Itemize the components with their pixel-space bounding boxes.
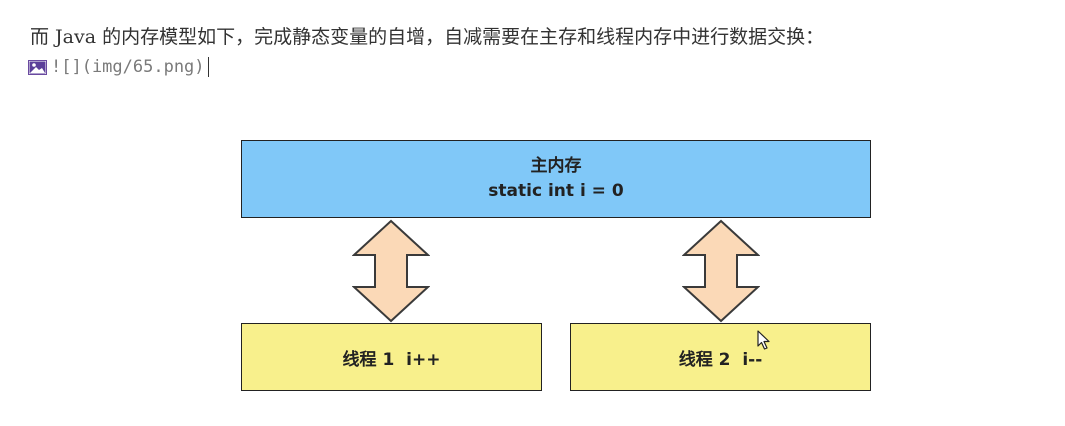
- double-arrow-icon: [682, 219, 760, 323]
- thread-2-label: 线程 2 i--: [678, 349, 763, 370]
- thread-1-box: 线程 1 i++: [241, 323, 542, 391]
- text-caret: [207, 57, 209, 77]
- thread-1-label: 线程 1 i++: [342, 349, 441, 370]
- main-memory-box: 主内存 static int i = 0: [241, 140, 871, 218]
- markdown-image-text: ![](img/65.png): [51, 57, 205, 77]
- description-paragraph: 而 Java 的内存模型如下，完成静态变量的自增，自减需要在主存和线程内存中进行…: [30, 26, 825, 48]
- image-icon: [28, 59, 47, 75]
- thread-2-box: 线程 2 i--: [570, 323, 871, 391]
- main-memory-code: static int i = 0: [488, 181, 624, 201]
- mouse-cursor-icon: [757, 330, 770, 350]
- markdown-image-line[interactable]: ![](img/65.png): [28, 55, 209, 79]
- double-arrow-icon: [352, 219, 430, 323]
- main-memory-title: 主内存: [530, 156, 582, 176]
